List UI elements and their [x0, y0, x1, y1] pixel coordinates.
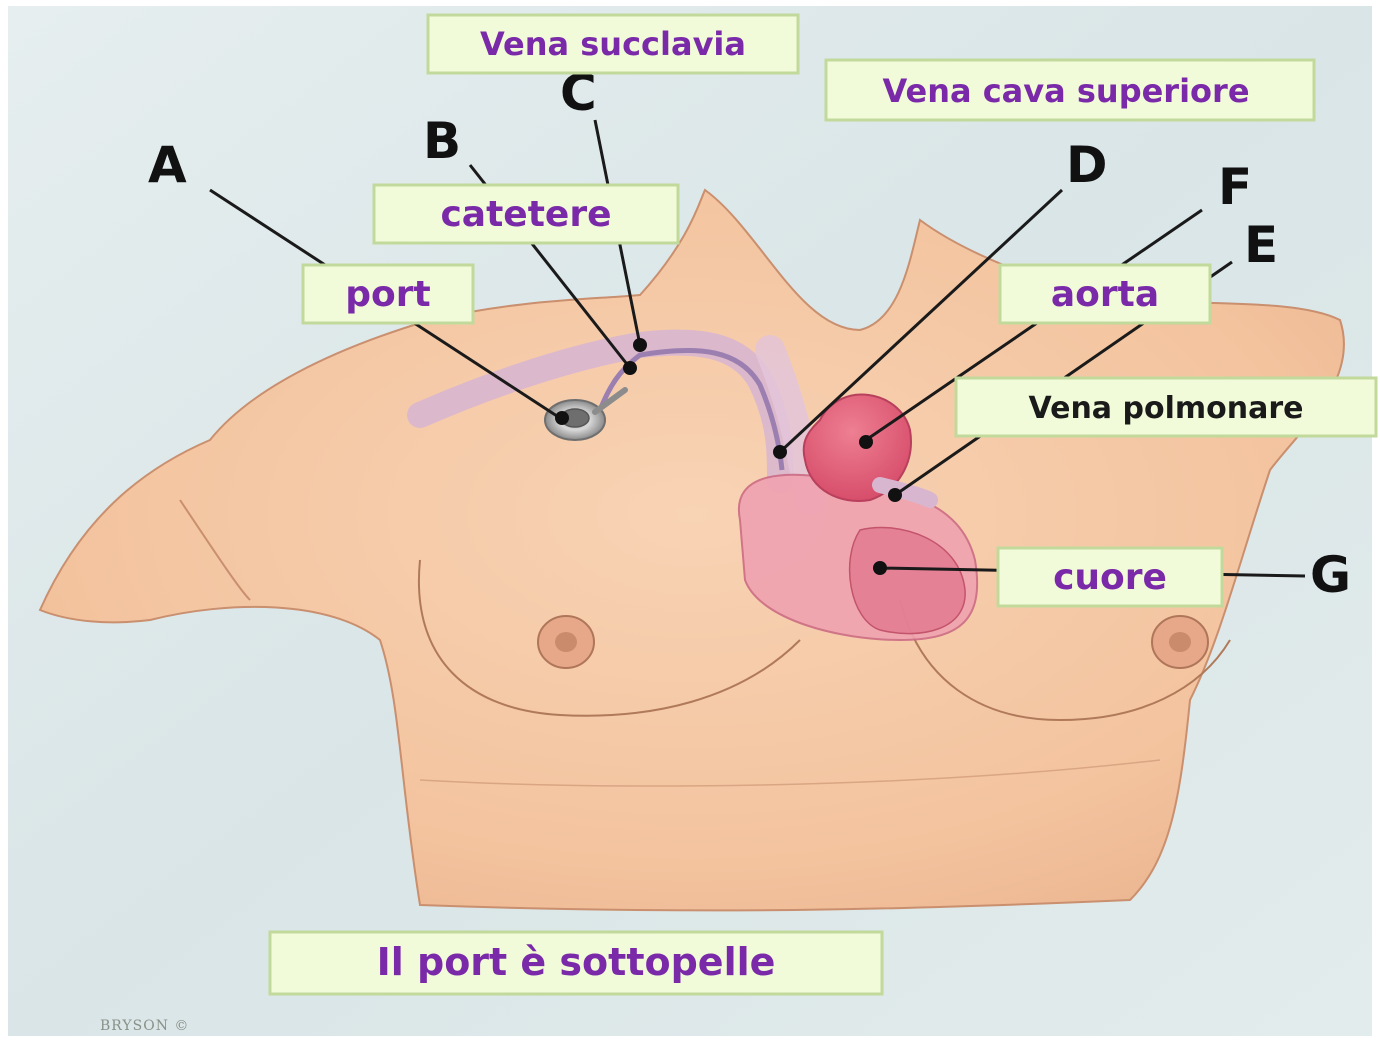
point-g — [873, 561, 887, 575]
watermark: BRYSON © — [100, 1018, 189, 1034]
letter-e: E — [1244, 216, 1278, 274]
point-b — [623, 361, 637, 375]
point-d — [773, 445, 787, 459]
label-aorta: aorta — [1000, 265, 1210, 323]
caption-box: Il port è sottopelle — [270, 932, 882, 994]
label-vena-polmonare: Vena polmonare — [956, 378, 1376, 436]
label-vena-succlavia: Vena succlavia — [428, 15, 798, 73]
letter-f: F — [1218, 158, 1252, 216]
label-cuore: cuore — [998, 548, 1222, 606]
left-nipple-center — [555, 632, 577, 652]
label-vena-succlavia-text: Vena succlavia — [480, 25, 746, 63]
label-port: port — [303, 265, 473, 323]
label-catetere-text: catetere — [440, 194, 611, 235]
right-nipple-center — [1169, 632, 1191, 652]
label-port-text: port — [345, 274, 430, 315]
letter-d: D — [1066, 136, 1108, 194]
label-vena-cava-superiore: Vena cava superiore — [826, 60, 1314, 120]
point-f — [859, 435, 873, 449]
caption-text: Il port è sottopelle — [377, 940, 776, 984]
letter-g: G — [1310, 546, 1351, 604]
point-c — [633, 338, 647, 352]
letter-b: B — [423, 112, 461, 170]
point-e — [888, 488, 902, 502]
label-vena-cava-superiore-text: Vena cava superiore — [882, 72, 1249, 110]
letter-a: A — [148, 136, 187, 194]
label-cuore-text: cuore — [1053, 557, 1167, 598]
label-aorta-text: aorta — [1051, 274, 1159, 315]
point-a — [555, 411, 569, 425]
label-vena-polmonare-text: Vena polmonare — [1029, 391, 1304, 426]
label-catetere: catetere — [374, 185, 678, 243]
